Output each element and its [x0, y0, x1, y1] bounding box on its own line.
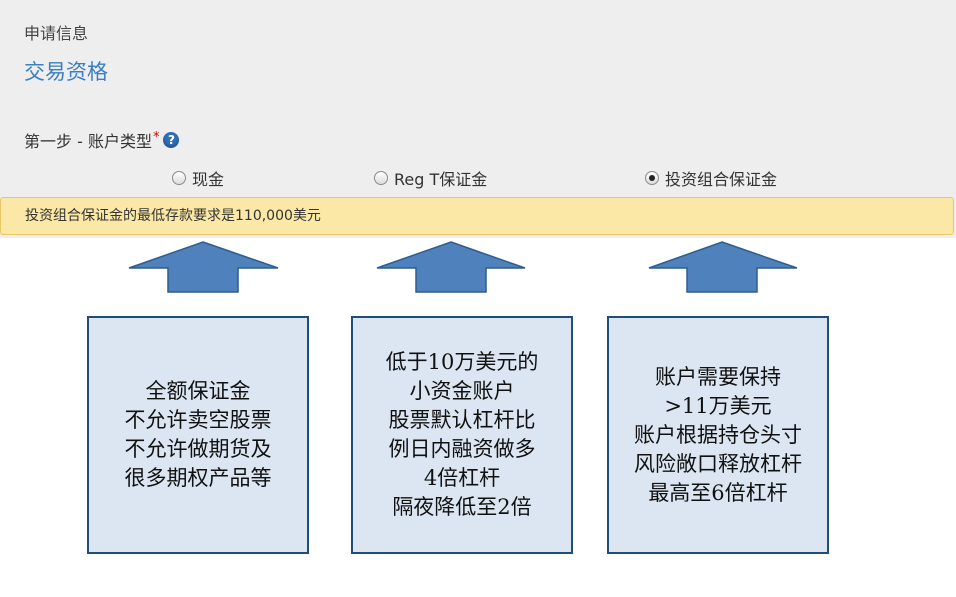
annotation-line: >11万美元 [664, 393, 772, 418]
radio-label-portfolio-margin: 投资组合保证金 [665, 170, 778, 189]
step-label-account-type: 第一步 - 账户类型 * ? [24, 128, 180, 152]
minimum-deposit-notice: 投资组合保证金的最低存款要求是110,000美元 [0, 197, 954, 235]
annotation-box-reg-t: 低于10万美元的 小资金账户 股票默认杠杆比 例日内融资做多 4倍杠杆 隔夜降低… [351, 316, 573, 554]
annotation-line: 隔夜降低至2倍 [392, 495, 532, 519]
annotation-line: 最高至6倍杠杆 [648, 480, 788, 505]
radio-button-reg-t-margin[interactable] [374, 171, 388, 185]
annotation-line: 例日内融资做多 [388, 437, 536, 461]
up-arrow-reg-t [376, 241, 526, 293]
annotation-line: 不允许做期货及 [124, 437, 272, 461]
radio-option-cash[interactable]: 现金 [172, 166, 224, 190]
application-form-panel: 申请信息 交易资格 第一步 - 账户类型 * ? 现金 Reg T保证金 投资组… [0, 0, 956, 238]
help-icon[interactable]: ? [163, 132, 180, 148]
section-label: 申请信息 [24, 24, 89, 43]
annotation-line: 股票默认杠杆比 [388, 408, 536, 432]
step-label-text: 第一步 - 账户类型 [24, 132, 152, 151]
annotation-line: 全额保证金 [145, 379, 251, 403]
radio-label-cash: 现金 [192, 170, 225, 189]
up-arrow-portfolio [648, 241, 798, 293]
required-mark: * [152, 129, 160, 145]
arrows-layer [0, 240, 956, 296]
annotation-box-cash: 全额保证金 不允许卖空股票 不允许做期货及 很多期权产品等 [87, 316, 309, 554]
up-arrows [128, 241, 798, 293]
radio-button-cash[interactable] [172, 171, 186, 185]
annotation-line: 4倍杠杆 [423, 466, 501, 490]
radio-option-reg-t-margin[interactable]: Reg T保证金 [374, 166, 487, 190]
section-title: 交易资格 [24, 60, 108, 84]
annotation-line: 风险敞口释放杠杆 [634, 451, 802, 476]
radio-option-portfolio-margin[interactable]: 投资组合保证金 [645, 166, 777, 190]
radio-label-reg-t-margin: Reg T保证金 [394, 170, 488, 189]
up-arrow-cash [128, 241, 279, 293]
radio-button-portfolio-margin[interactable] [645, 171, 659, 185]
annotation-line: 很多期权产品等 [124, 466, 272, 490]
annotation-line: 账户根据持仓头寸 [634, 422, 802, 447]
annotation-line: 账户需要保持 [655, 364, 781, 389]
annotation-line: 低于10万美元的 [385, 350, 539, 374]
annotation-box-portfolio: 账户需要保持 >11万美元 账户根据持仓头寸 风险敞口释放杠杆 最高至6倍杠杆 [607, 316, 829, 554]
annotation-line: 小资金账户 [409, 379, 515, 403]
annotation-line: 不允许卖空股票 [124, 408, 272, 432]
